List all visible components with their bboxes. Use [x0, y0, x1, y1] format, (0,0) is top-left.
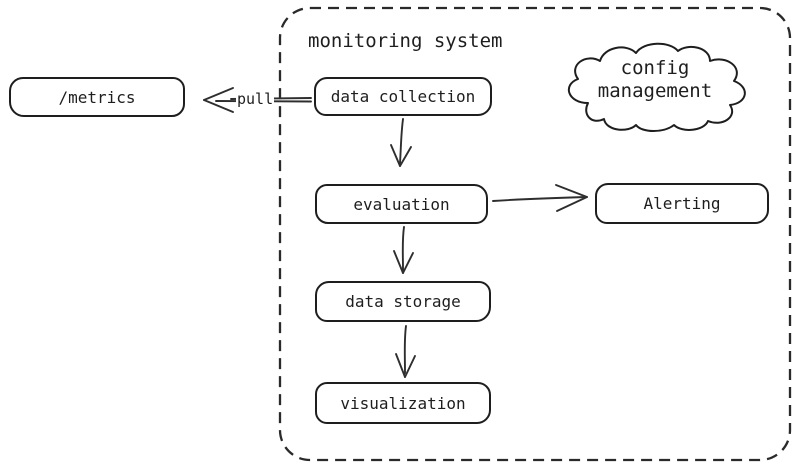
arrow-head-bottom: [556, 196, 588, 212]
arrow-shaft: [401, 226, 405, 271]
config-management-cloud-shape: [567, 42, 746, 132]
arrow-pull-head-top: [203, 87, 234, 101]
arrow-head-right: [404, 355, 416, 378]
node-data-collection: data collection: [314, 77, 492, 116]
arrow-shaft: [403, 325, 407, 374]
node-metrics: /metrics: [9, 77, 185, 117]
arrow-pull-head-bottom: [203, 99, 234, 113]
arrow-head-left: [390, 144, 401, 167]
arrow-head-right: [399, 146, 412, 167]
arrow-shaft: [399, 118, 404, 164]
arrow-head-left: [393, 250, 404, 274]
node-visualization: visualization: [315, 382, 491, 424]
node-config-management-label: config management: [559, 57, 751, 103]
arrow-head-right: [402, 252, 414, 274]
arrow-data-storage-to-visualization: [395, 325, 416, 378]
config-label-line2: management: [597, 80, 713, 102]
node-data-storage: data storage: [315, 281, 491, 322]
pull-edge-label: pull: [236, 90, 275, 108]
arrow-evaluation-to-data-storage: [393, 226, 414, 274]
arrow-head-top: [555, 184, 588, 198]
node-alerting: Alerting: [595, 183, 769, 224]
arrow-shaft: [492, 196, 587, 202]
config-label-line1: config: [620, 57, 690, 79]
monitoring-system-boundary: [278, 6, 792, 462]
arrow-evaluation-to-alerting: [492, 184, 588, 212]
monitoring-system-title: monitoring system: [308, 30, 503, 52]
arrow-head-left: [395, 353, 406, 378]
node-evaluation: evaluation: [315, 184, 488, 224]
arrow-data-collection-to-evaluation: [390, 118, 412, 167]
